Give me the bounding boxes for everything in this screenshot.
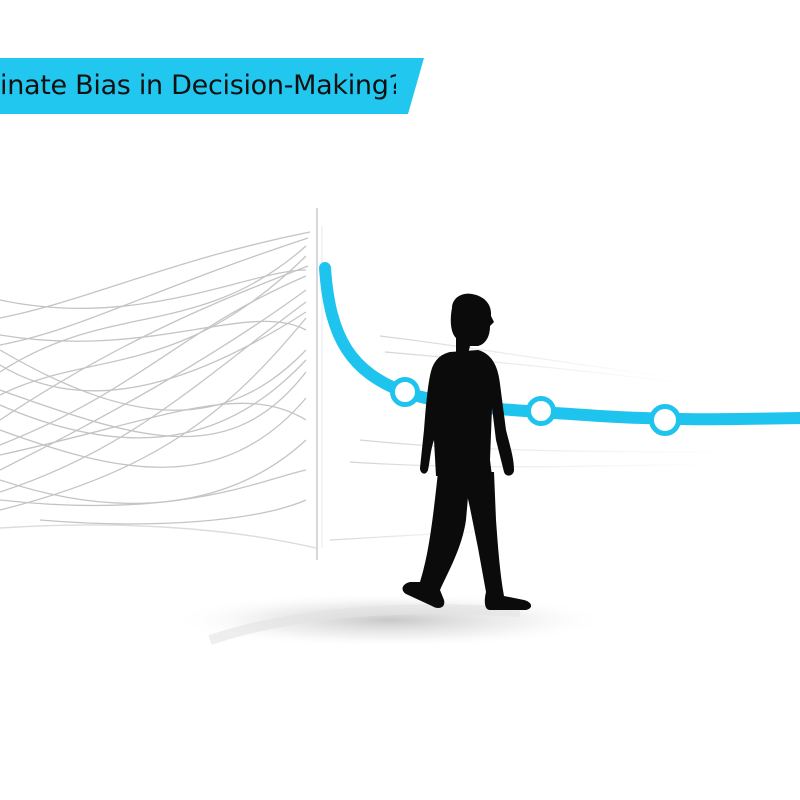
floor-streak (208, 604, 521, 645)
floor-shadow (170, 592, 610, 648)
clear-path-line-icon (319, 262, 800, 426)
title-banner: inate Bias in Decision-Making? (0, 58, 424, 114)
tangled-lines-icon (0, 231, 311, 525)
guide-lines (329, 335, 751, 541)
banner-shape (0, 58, 424, 114)
page-title: inate Bias in Decision-Making? (0, 70, 396, 101)
walking-person-icon (402, 293, 532, 610)
path-marker-ring-icon (390, 377, 681, 436)
baseline-curve (0, 524, 317, 549)
